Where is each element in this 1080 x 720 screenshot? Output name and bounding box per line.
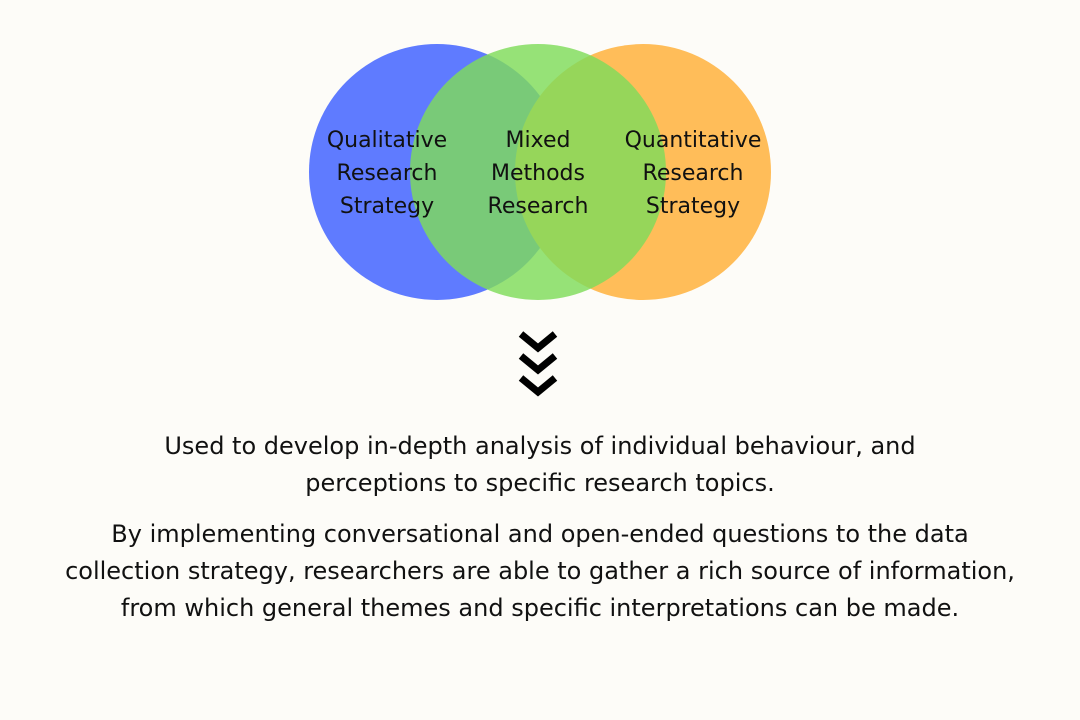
qualitative-label-line-2: Research <box>336 161 438 186</box>
description-paragraph-1: Used to develop in-depth analysis of ind… <box>164 432 916 497</box>
qualitative-label-line-3: Strategy <box>339 194 435 219</box>
description-paragraph-2: By implementing conversational and open-… <box>65 520 1015 622</box>
triple-chevron-down-icon <box>518 331 558 397</box>
mixed-methods-label-line-1: Mixed <box>505 128 571 153</box>
venn-diagram <box>309 44 771 300</box>
quantitative-label-line-1: Quantitative <box>624 128 762 153</box>
qualitative-label-line-1: Qualitative <box>326 128 448 153</box>
mixed-methods-label-line-3: Research <box>487 194 589 219</box>
mixed-methods-label-line-2: Methods <box>491 161 585 186</box>
quantitative-label-line-3: Strategy <box>645 194 741 219</box>
mixed-methods-circle <box>410 44 666 300</box>
mixed-methods-label: Mixed Methods Research <box>453 124 623 223</box>
quantitative-label: Quantitative Research Strategy <box>608 124 778 223</box>
qualitative-label: Qualitative Research Strategy <box>302 124 472 223</box>
quantitative-label-line-2: Research <box>642 161 744 186</box>
